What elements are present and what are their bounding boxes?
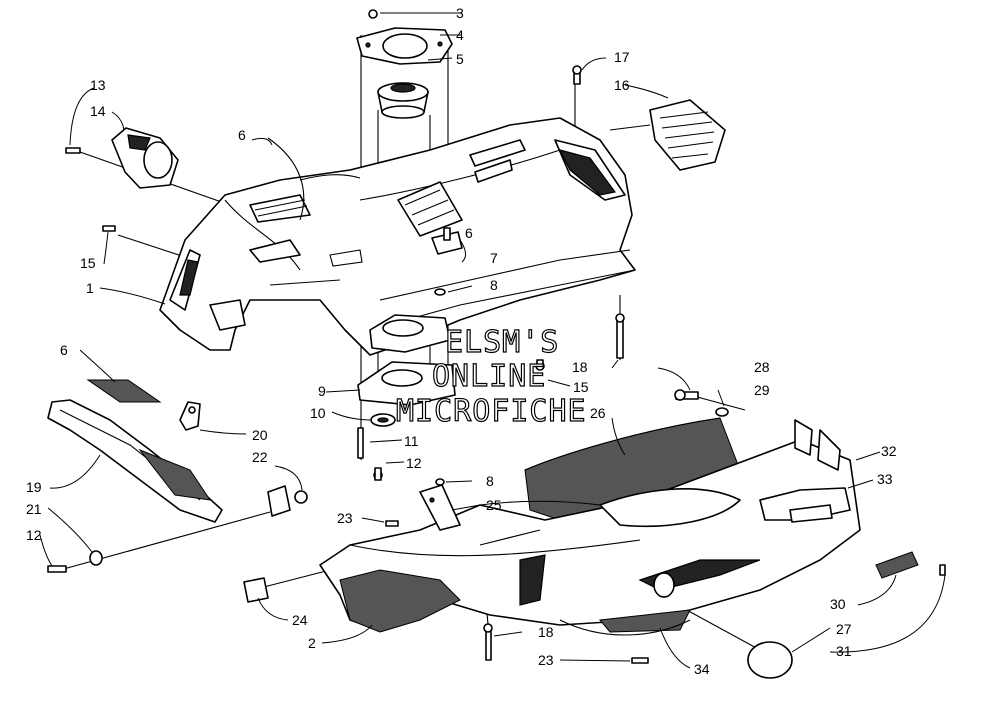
callout-23-lower: 23	[538, 652, 554, 668]
callout-23-upper: 23	[337, 510, 353, 526]
callout-30: 30	[830, 596, 846, 612]
callout-19: 19	[26, 479, 42, 495]
callout-15-left: 15	[80, 255, 96, 271]
part-13-screw	[65, 147, 81, 154]
callout-21: 21	[26, 501, 42, 517]
bracket-plate-small	[267, 485, 291, 517]
part-8-washer-lower	[435, 478, 445, 486]
callout-4: 4	[456, 27, 464, 43]
watermark-line-2: ONLINE	[432, 359, 546, 394]
callout-15-center: 15	[573, 379, 589, 395]
watermark-line-1: ELSM'S	[445, 325, 559, 360]
leader-lines	[39, 12, 946, 669]
callout-12-center: 12	[406, 455, 422, 471]
watermark-line-3: MICROFICHE	[396, 394, 587, 429]
part-7-latch	[431, 227, 463, 255]
callout-3: 3	[456, 5, 464, 21]
part-11-pin	[357, 427, 364, 459]
callout-16: 16	[614, 77, 630, 93]
part-22-nut	[294, 490, 308, 504]
callout-31: 31	[836, 643, 852, 659]
part-5-rubber-boot	[377, 82, 429, 119]
callout-33: 33	[877, 471, 893, 487]
callout-6-lower: 6	[60, 342, 68, 358]
part-16-vent-grille	[649, 99, 726, 171]
callout-25: 25	[486, 497, 502, 513]
part-27-cap	[653, 572, 793, 679]
part-2-bottom-pan	[319, 419, 861, 633]
callout-17: 17	[614, 49, 630, 65]
part-34-edge-trim	[559, 619, 691, 636]
callout-5: 5	[456, 51, 464, 67]
part-12-bolt-left	[47, 565, 67, 573]
part-25-bracket	[419, 484, 461, 531]
callout-1: 1	[86, 280, 94, 296]
part-9-console-plate	[357, 314, 456, 406]
callout-18-upper: 18	[572, 359, 588, 375]
part-14-headlight-housing	[111, 127, 179, 189]
part-18-pin-lower	[483, 623, 493, 661]
part-17-screw	[572, 65, 582, 85]
callout-6-upper: 6	[238, 127, 246, 143]
callout-20: 20	[252, 427, 268, 443]
callout-26: 26	[590, 405, 606, 421]
part-10-grommet	[370, 413, 396, 427]
callout-6-middle: 6	[465, 225, 473, 241]
part-28-bolt	[674, 389, 699, 401]
callout-12-left: 12	[26, 527, 42, 543]
callout-7: 7	[490, 250, 498, 266]
part-23-screw-lower	[631, 657, 649, 664]
part-31-screw	[939, 564, 946, 576]
callout-labels: 3 4 5 17 16 13 14 6 6 7 8 15 1 18 6 15 9…	[26, 5, 897, 677]
callout-22: 22	[252, 449, 268, 465]
part-15-screw-center	[535, 359, 545, 371]
part-29-washer	[715, 407, 729, 417]
callout-9: 9	[318, 383, 326, 399]
callout-18-lower: 18	[538, 624, 554, 640]
part-12-screw-center	[373, 467, 383, 481]
callout-14: 14	[90, 103, 106, 119]
watermark: ELSM'S ONLINE MICROFICHE	[395, 324, 587, 429]
part-6-decal-lower	[86, 379, 162, 403]
callout-8-lower: 8	[486, 473, 494, 489]
callout-32: 32	[881, 443, 897, 459]
part-3-screw	[368, 9, 378, 19]
part-19-bumper	[47, 399, 223, 523]
part-18-pin-upper	[615, 313, 625, 359]
part-20-clip	[179, 401, 201, 431]
callout-34: 34	[694, 661, 710, 677]
callout-10: 10	[310, 405, 326, 421]
part-6-decal-upper	[267, 137, 305, 221]
callout-13: 13	[90, 77, 106, 93]
callout-11: 11	[404, 433, 419, 449]
part-4-mount-plate	[356, 27, 453, 65]
callout-28: 28	[754, 359, 770, 375]
part-30-reflector	[875, 551, 919, 579]
part-15-screw-left	[102, 225, 116, 232]
part-8-washer-upper	[434, 288, 446, 296]
callout-24: 24	[292, 612, 308, 628]
callout-29: 29	[754, 382, 770, 398]
callout-2: 2	[308, 635, 316, 651]
callout-27: 27	[836, 621, 852, 637]
callout-8-upper: 8	[490, 277, 498, 293]
part-24-clip	[243, 577, 269, 603]
part-21-washer	[89, 550, 103, 566]
part-23-screw-upper	[385, 520, 399, 527]
